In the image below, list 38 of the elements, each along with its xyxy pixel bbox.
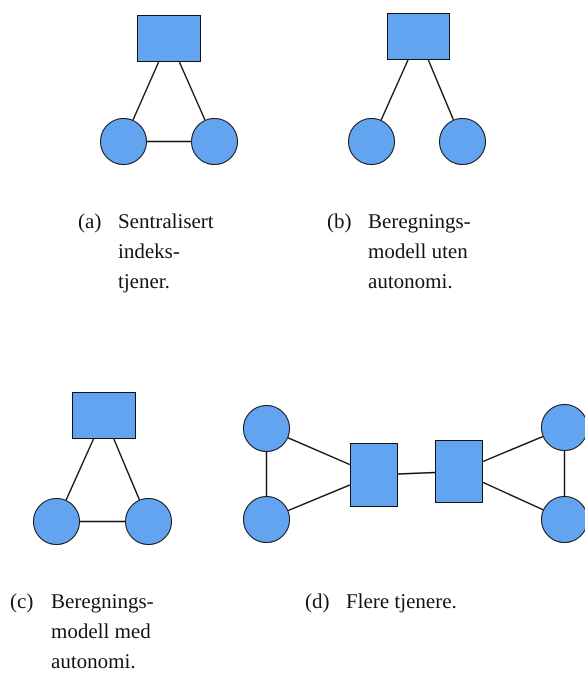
client-circle [125, 498, 172, 545]
client-circle [243, 496, 290, 543]
client-circle [439, 118, 486, 165]
client-circle [100, 118, 147, 165]
subfigure-letter: (c) [10, 588, 34, 615]
client-circle [348, 118, 395, 165]
client-circle [541, 404, 585, 451]
connector-line [428, 60, 454, 120]
server-box [435, 440, 483, 503]
connector-line [178, 62, 206, 120]
server-box [350, 443, 398, 507]
connector-line [482, 482, 544, 510]
connector-line [80, 520, 125, 522]
subfigure-caption: Beregnings- modell uten autonomi. [368, 208, 472, 295]
client-circle [541, 496, 585, 543]
connector-line [398, 472, 436, 475]
connector-line [288, 484, 350, 512]
connector-line [564, 451, 566, 496]
server-box [387, 13, 450, 60]
subfigure-letter: (d) [305, 588, 330, 615]
server-box [137, 15, 201, 62]
connector-line [266, 452, 268, 496]
subfigure-caption: Beregnings- modell med autonomi. [51, 588, 155, 675]
connector-line [380, 60, 409, 120]
subfigure-letter: (b) [327, 208, 352, 235]
client-circle [243, 405, 290, 452]
connector-line [113, 438, 140, 500]
subfigure-caption: Flere tjenere. [346, 588, 457, 615]
client-circle [191, 118, 238, 165]
client-circle [33, 498, 80, 545]
connector-line [482, 436, 544, 462]
subfigure-caption: Sentralisert indeks- tjener. [118, 208, 215, 295]
server-box [72, 392, 136, 439]
subfigure-letter: (a) [78, 208, 102, 235]
connector-line [65, 438, 94, 500]
connector-line [147, 140, 191, 142]
connector-line [132, 62, 160, 120]
connector-line [288, 437, 350, 466]
